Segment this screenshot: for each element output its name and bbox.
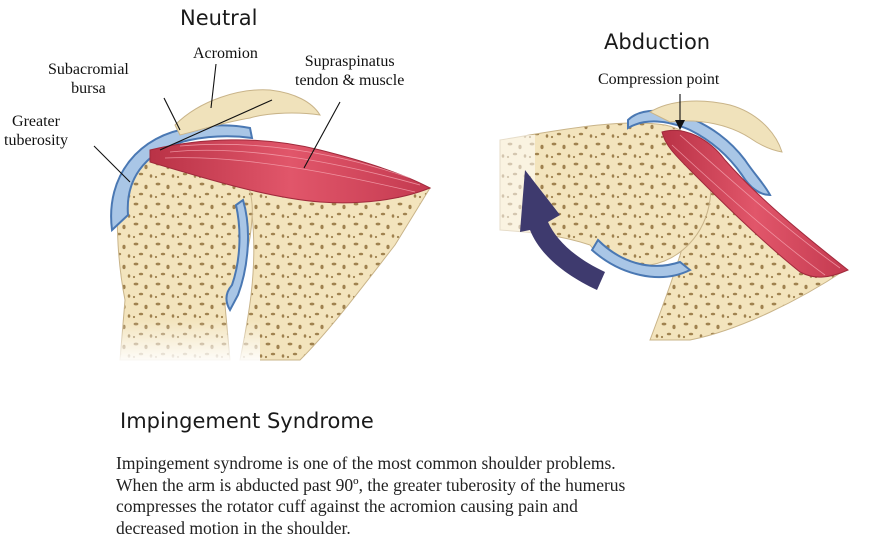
section-title: Impingement Syndrome [120, 409, 374, 433]
supraspinatus-neutral [149, 139, 432, 204]
greater-tuberosity-leader [93, 145, 131, 183]
bursa-neutral [110, 124, 254, 233]
scapula-neutral [239, 177, 431, 361]
supraspinatus-abduction [661, 129, 849, 278]
supraspinatus-label: Supraspinatus tendon & muscle [295, 52, 404, 90]
glenoid-cartilage-neutral [225, 198, 250, 313]
subacromial-leader [163, 97, 181, 131]
abduction-illustration [495, 100, 849, 341]
compression-arrowhead [675, 120, 685, 130]
greater-label-line1: Greater [12, 113, 60, 130]
abduction-title: Abduction [604, 30, 711, 54]
acromion-abduction [648, 100, 783, 153]
description-line-3: compresses the rotator cuff against the … [116, 496, 578, 516]
supraspinatus-label-line2: tendon & muscle [295, 72, 405, 89]
acromion-leader [210, 63, 217, 109]
supraspinatus-leader [159, 99, 273, 151]
neutral-title: Neutral [180, 6, 258, 30]
supraspinatus-leader-2 [303, 101, 341, 169]
humeral-cartilage-abduction [590, 238, 692, 278]
supraspinatus-label-line1: Supraspinatus [304, 53, 395, 70]
leader-lines [93, 63, 681, 183]
description-line-2: When the arm is abducted past 90º, the g… [116, 474, 626, 495]
neutral-illustration [110, 89, 432, 365]
description-line-4: decreased motion in the shoulder. [116, 517, 351, 538]
subacromial-label-line2: bursa [71, 80, 106, 97]
abduction-arrow [520, 170, 605, 290]
compression-point-label: Compression point [598, 71, 720, 88]
description-line-1: Impingement syndrome is one of the most … [116, 453, 616, 473]
acromion-label: Acromion [193, 45, 258, 62]
subacromial-bursa-label: Subacromial bursa [48, 60, 129, 98]
description-text: Impingement syndrome is one of the most … [116, 453, 816, 539]
subacromial-label-line1: Subacromial [48, 61, 129, 78]
greater-label-line2: tuberosity [4, 132, 68, 149]
greater-tuberosity-label: Greater tuberosity [4, 112, 68, 150]
